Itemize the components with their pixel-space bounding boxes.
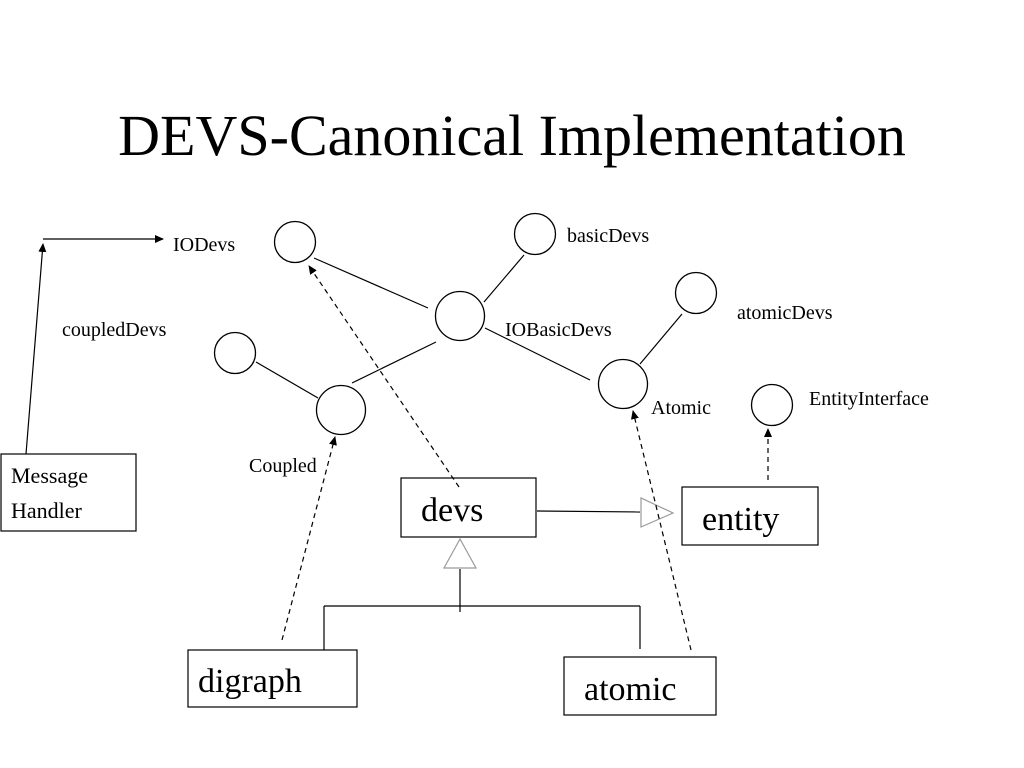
- edge-iodevs-iobasicdevs: [313, 257, 429, 309]
- digraph-class-box[interactable]: [187, 649, 358, 708]
- entity-generalization-triangle: [640, 497, 675, 528]
- iobasicdevs-node[interactable]: [434, 290, 486, 342]
- message-handler-arrow-up: [25, 243, 47, 455]
- edge-iobasicdevs-atomic: [484, 327, 591, 381]
- message-handler-label-line2: Handler: [11, 498, 83, 523]
- message-handler-box[interactable]: [0, 453, 137, 532]
- coupled-node[interactable]: [315, 384, 367, 436]
- coupleddevs-node[interactable]: [213, 331, 257, 375]
- devs-class-label: devs: [421, 492, 483, 529]
- atomic-interface-node[interactable]: [597, 358, 649, 410]
- basicdevs-label: basicDevs: [567, 225, 649, 247]
- slide-title: DEVS-Canonical Implementation: [118, 103, 906, 168]
- message-handler-label-line1: Message: [11, 463, 88, 488]
- entityinterface-node[interactable]: [750, 383, 794, 427]
- iodevs-label: IODevs: [173, 234, 235, 256]
- entityinterface-label: EntityInterface: [809, 388, 929, 410]
- atomic-class-box[interactable]: [563, 656, 717, 716]
- atomicdevs-node[interactable]: [674, 271, 718, 315]
- devs-entity-association: [536, 510, 641, 513]
- iodevs-node[interactable]: [273, 220, 317, 264]
- atomicdevs-label: atomicDevs: [737, 302, 833, 324]
- edge-basicdevs-iobasicdevs: [483, 254, 525, 303]
- digraph-class-label: digraph: [198, 663, 302, 700]
- coupleddevs-label: coupledDevs: [62, 319, 167, 341]
- realization-devs-iodevs: [308, 265, 460, 488]
- entity-class-box[interactable]: [681, 486, 819, 546]
- basicdevs-node[interactable]: [513, 212, 557, 256]
- edge-iobasicdevs-coupled: [351, 341, 437, 384]
- edge-atomicdevs-atomic: [639, 313, 683, 365]
- atomic-interface-label: Atomic: [651, 397, 711, 419]
- realization-atomic-atomicinterface: [630, 410, 692, 651]
- iobasicdevs-label: IOBasicDevs: [505, 319, 612, 341]
- entity-class-label: entity: [702, 501, 779, 538]
- devs-class-box[interactable]: [400, 477, 537, 538]
- atomic-class-label: atomic: [584, 671, 677, 708]
- coupled-interface-label: Coupled: [249, 455, 317, 477]
- devs-generalization-triangle: [442, 537, 478, 569]
- realization-digraph-coupled: [281, 436, 337, 641]
- edge-coupleddevs-coupled: [255, 361, 319, 399]
